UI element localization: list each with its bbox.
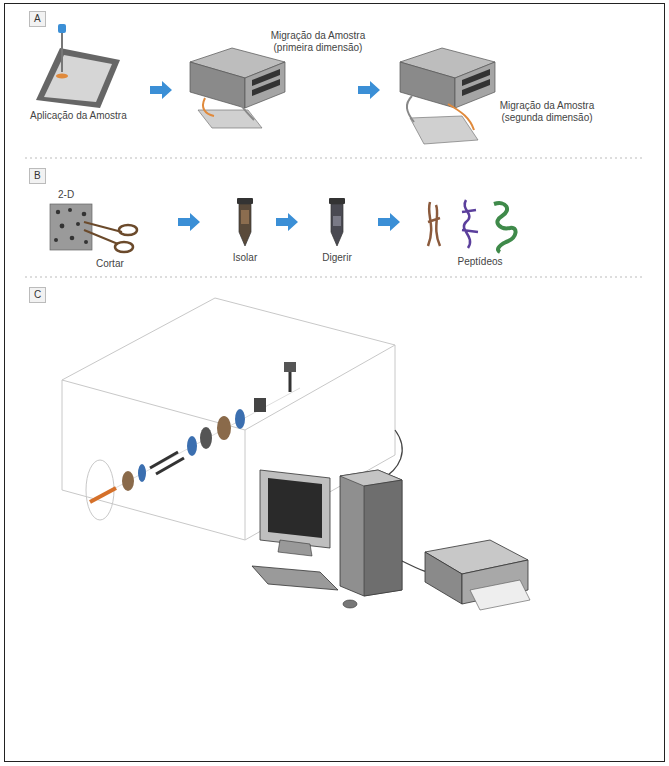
- step-caption: Digerir: [307, 252, 367, 264]
- step-caption: Cortar: [96, 258, 156, 270]
- step-caption: Migração da Amostra (primeira dimensão): [268, 30, 368, 54]
- panel-letter: C: [29, 287, 46, 303]
- step-caption: Peptídeos: [440, 256, 520, 268]
- gel-label: 2-D: [58, 189, 98, 201]
- step-caption: Isolar: [215, 252, 275, 264]
- step-caption: Migração da Amostra (segunda dimensão): [492, 100, 602, 124]
- panel-letter: A: [29, 11, 46, 27]
- step-caption: Aplicação da Amostra: [30, 110, 160, 122]
- panel-letter: B: [29, 168, 46, 184]
